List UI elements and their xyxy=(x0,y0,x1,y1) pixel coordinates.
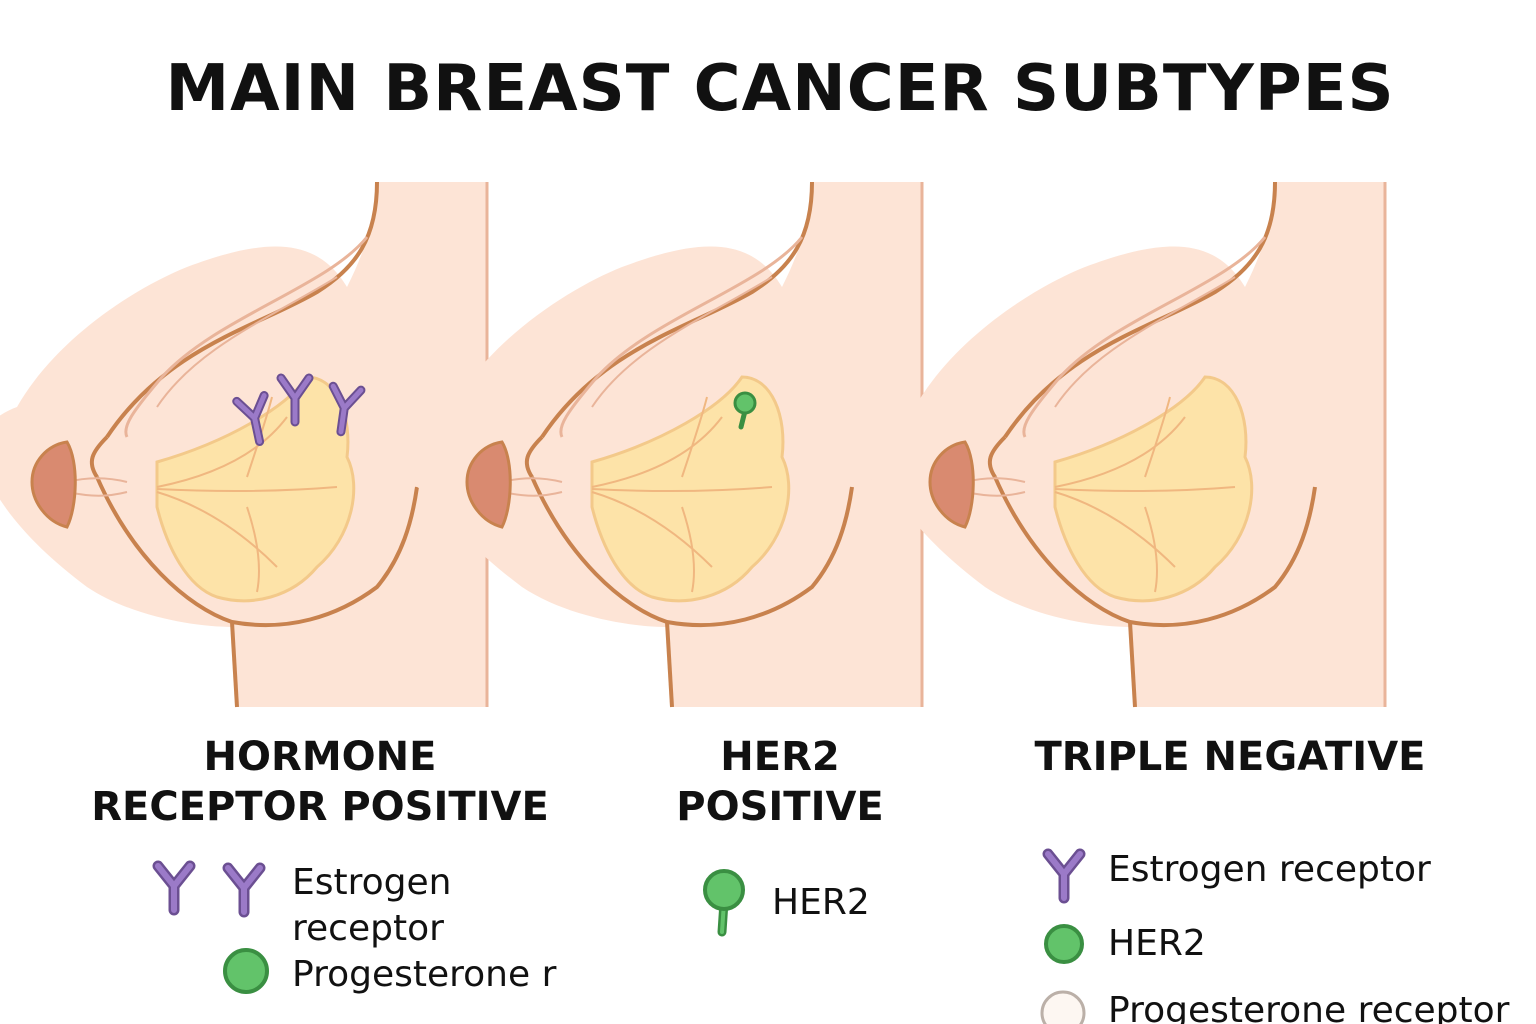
legend-label-estrogen-receptor: Estrogen receptor xyxy=(292,860,451,952)
estrogen-receptor-icon xyxy=(328,381,366,437)
legend-label-her2: HER2 xyxy=(1108,923,1206,964)
her2-receptor-icon xyxy=(733,391,757,430)
legend-label-line: receptor xyxy=(292,908,444,949)
panel-title-line: HORMONE xyxy=(203,734,437,780)
estrogen-receptor-icon xyxy=(222,862,266,918)
legend-label-progesterone-receptor: Progesterone receptor xyxy=(1108,990,1510,1024)
legend-label-her2: HER2 xyxy=(772,882,870,923)
estrogen-receptor-icon xyxy=(152,860,196,916)
legend-label-estrogen-receptor: Estrogen receptor xyxy=(1108,849,1431,890)
progesterone-receptor-icon xyxy=(1040,990,1086,1024)
breast-triple-negative xyxy=(859,180,1387,709)
panel-title-line: RECEPTOR POSITIVE xyxy=(91,784,549,830)
her2-receptor-marker xyxy=(733,391,757,430)
estrogen-receptor-icon xyxy=(1042,848,1086,904)
panel-title-line: TRIPLE NEGATIVE xyxy=(1034,734,1426,780)
progesterone-receptor-icon xyxy=(223,948,269,994)
legend-label-line: Estrogen xyxy=(292,862,452,903)
estrogen-receptor-icon xyxy=(232,391,269,447)
page-title: MAIN BREAST CANCER SUBTYPES xyxy=(165,52,1395,126)
panel-title-hormone-receptor-positive: HORMONE RECEPTOR POSITIVE xyxy=(90,732,550,832)
panel-title-line: HER2 xyxy=(720,734,840,780)
estrogen-receptor-icon xyxy=(276,373,314,427)
panel-title-line: POSITIVE xyxy=(676,784,884,830)
estrogen-receptor-markers xyxy=(232,373,366,447)
panel-title-her2-positive: HER2 POSITIVE xyxy=(580,732,980,832)
panel-title-triple-negative: TRIPLE NEGATIVE xyxy=(1020,732,1440,782)
legend-label-progesterone-receptor: Progesterone r xyxy=(292,954,557,995)
her2-receptor-icon xyxy=(1044,924,1084,964)
her2-receptor-icon xyxy=(703,869,745,937)
